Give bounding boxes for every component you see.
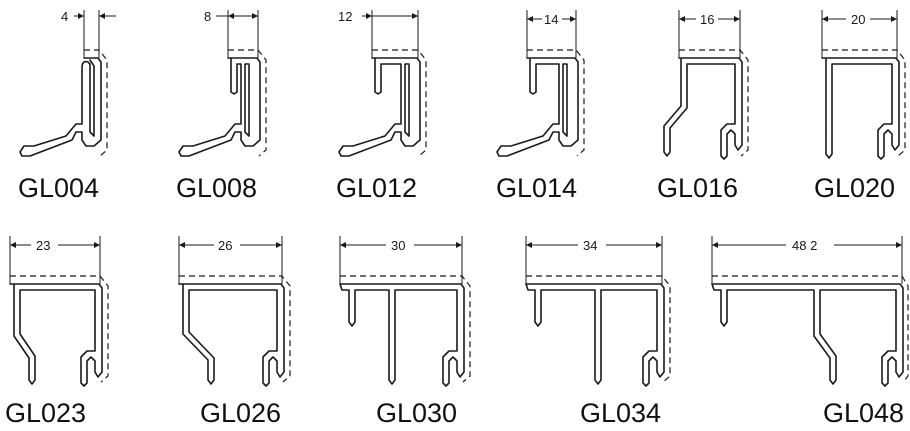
dimension-label: 12 [338,9,352,24]
profile-code: GL004 [18,173,99,203]
profile-code: GL034 [580,398,661,428]
profile-code: GL030 [376,398,457,428]
dimension-label: 16 [700,12,714,27]
profile-code: GL026 [200,398,281,428]
profile-gl048: 48 2 GL048 [711,236,909,428]
dimension-label: 4 [61,9,68,24]
profile-code: GL014 [496,173,577,203]
dimension-label: 23 [36,238,50,253]
profile-gl012: 12 GL012 [336,9,427,203]
profile-gl014: 14 GL014 [496,10,585,203]
dimension-label: 14 [544,12,558,27]
profile-code: GL048 [823,398,904,428]
profile-code: GL023 [5,398,86,428]
profile-gl008: 8 GL008 [176,9,267,203]
profile-gl034: 34 GL034 [525,236,671,428]
profile-gl020: 20 GL020 [814,10,906,203]
profile-gl026: 26 GL026 [178,236,291,428]
dimension-label: 30 [391,238,405,253]
dimension-label: 20 [851,12,865,27]
profile-gl023: 23 GL023 [5,236,109,428]
dimension-label: 48 2 [792,238,817,253]
profile-code: GL020 [814,173,895,203]
profile-gl004: 4 GL004 [18,9,116,203]
profile-gl030: 30 GL030 [339,236,471,428]
profile-code: GL012 [336,173,417,203]
dimension-label: 26 [218,238,232,253]
profile-gl016: 16 GL016 [657,10,749,203]
profile-code: GL008 [176,173,257,203]
dimension-label: 34 [583,238,597,253]
profile-code: GL016 [657,173,738,203]
dimension-label: 8 [204,9,211,24]
